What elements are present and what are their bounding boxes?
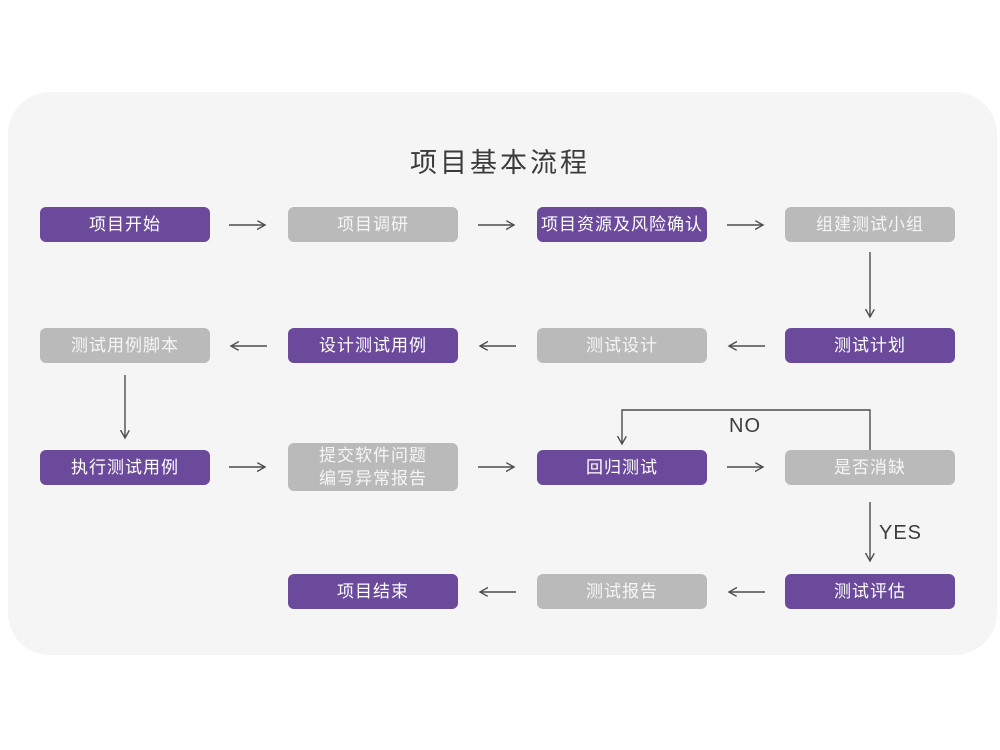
node-defect-cleared: 是否消缺 [785, 450, 955, 485]
node-project-research: 项目调研 [288, 207, 458, 242]
edge-label-no: NO [729, 415, 761, 437]
node-project-end-label: 项目结束 [337, 582, 409, 601]
node-test-evaluation-label: 测试评估 [834, 582, 906, 601]
node-test-design: 测试设计 [537, 328, 707, 363]
node-test-plan-label: 测试计划 [834, 336, 906, 355]
node-defect-cleared-label: 是否消缺 [834, 458, 906, 477]
node-submit-issue-report-label: 提交软件问题 编写异常报告 [319, 446, 427, 488]
node-resources-risk-confirm-label: 项目资源及风险确认 [541, 215, 703, 234]
node-project-start-label: 项目开始 [89, 215, 161, 234]
node-design-test-cases: 设计测试用例 [288, 328, 458, 363]
node-submit-issue-report: 提交软件问题 编写异常报告 [288, 443, 458, 491]
node-execute-test-cases-label: 执行测试用例 [71, 458, 179, 477]
node-regression-test: 回归测试 [537, 450, 707, 485]
node-test-design-label: 测试设计 [586, 336, 658, 355]
node-execute-test-cases: 执行测试用例 [40, 450, 210, 485]
node-project-start: 项目开始 [40, 207, 210, 242]
node-form-test-team-label: 组建测试小组 [816, 215, 924, 234]
node-test-plan: 测试计划 [785, 328, 955, 363]
node-test-case-scripts-label: 测试用例脚本 [71, 336, 179, 355]
node-regression-test-label: 回归测试 [586, 458, 658, 477]
node-design-test-cases-label: 设计测试用例 [319, 336, 427, 355]
node-project-end: 项目结束 [288, 574, 458, 609]
node-form-test-team: 组建测试小组 [785, 207, 955, 242]
node-test-report: 测试报告 [537, 574, 707, 609]
flowchart-card-background [8, 92, 997, 655]
node-test-case-scripts: 测试用例脚本 [40, 328, 210, 363]
node-test-report-label: 测试报告 [586, 582, 658, 601]
node-test-evaluation: 测试评估 [785, 574, 955, 609]
diagram-title: 项目基本流程 [410, 148, 590, 178]
edge-label-yes: YES [879, 522, 923, 544]
node-resources-risk-confirm: 项目资源及风险确认 [537, 207, 707, 242]
node-project-research-label: 项目调研 [337, 215, 409, 234]
